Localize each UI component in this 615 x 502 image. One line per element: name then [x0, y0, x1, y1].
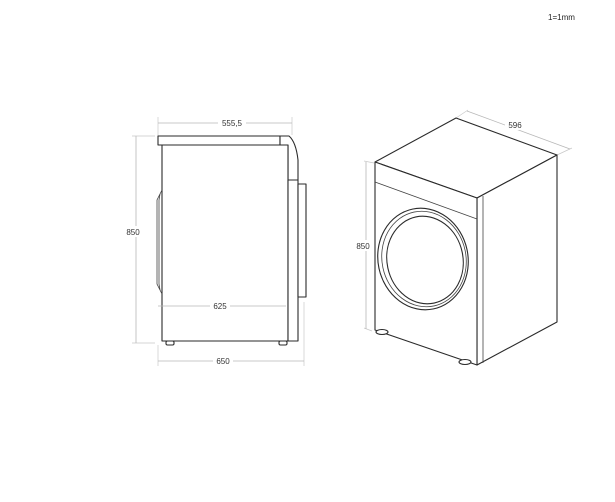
- dim-label-650: 650: [216, 357, 230, 366]
- dim-label-iso-850: 850: [356, 242, 370, 251]
- dim-label-596: 596: [508, 121, 522, 130]
- foot-back: [278, 340, 288, 346]
- cabinet-side: [161, 144, 289, 342]
- top-plate: [157, 135, 281, 146]
- door-profile: [156, 189, 163, 295]
- dimension-side-height: 850: [124, 135, 155, 344]
- rear-cover: [297, 183, 307, 298]
- dimension-top-width: 555,5: [157, 117, 293, 137]
- dim-label-555: 555,5: [222, 119, 243, 128]
- side-view: 555,5 850 625: [124, 117, 307, 366]
- dimension-total-depth: 650: [157, 302, 305, 366]
- dim-label-side-850: 850: [126, 228, 140, 237]
- foot-left: [375, 328, 389, 336]
- foot-front: [165, 340, 175, 346]
- foot-right: [458, 358, 472, 366]
- back-panel: [287, 179, 299, 342]
- dimension-inner-depth: 625: [158, 300, 286, 311]
- isometric-view: 596 850: [353, 109, 573, 366]
- dim-label-625: 625: [213, 302, 227, 311]
- control-panel-line: [374, 181, 478, 220]
- door-glass: [386, 215, 464, 305]
- scale-note: 1=1mm: [548, 13, 575, 22]
- dimension-iso-height: 850: [353, 160, 375, 332]
- dimension-iso-width: 596: [455, 109, 573, 156]
